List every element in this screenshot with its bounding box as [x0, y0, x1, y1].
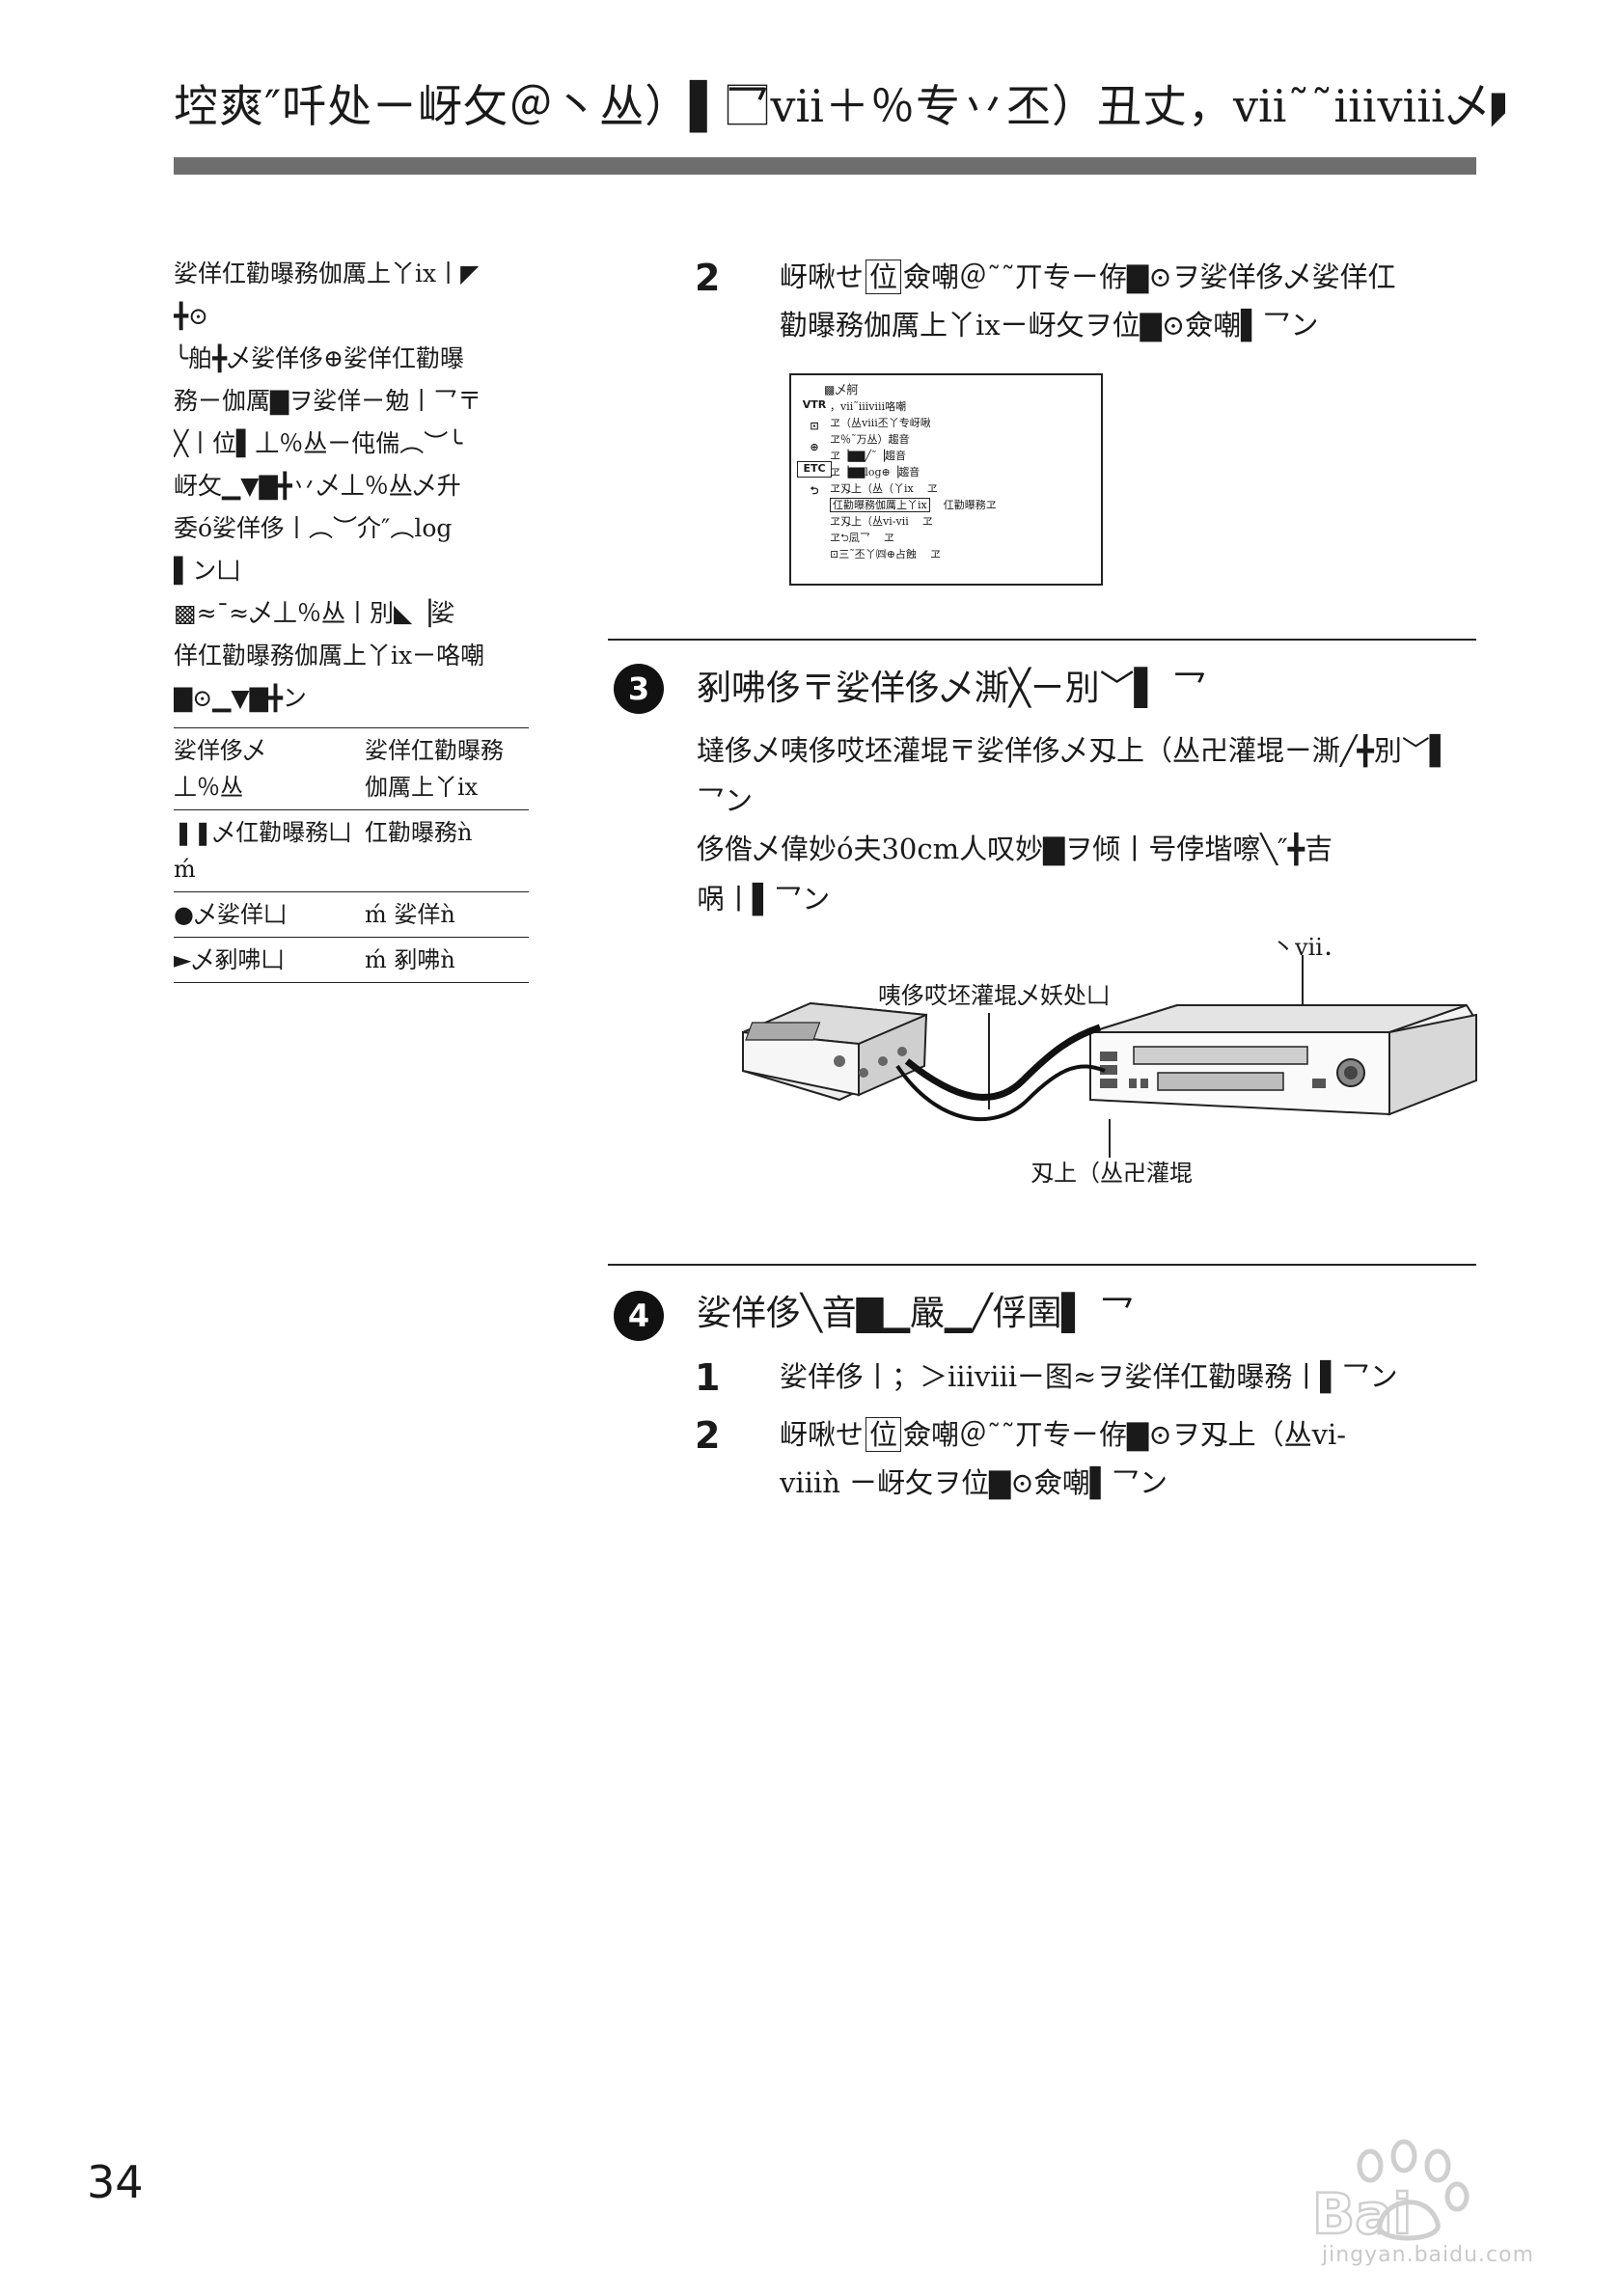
section-heading: 娑佯侈╲音▇▁嚴▁╱俘圉▌ 乛 [697, 1294, 1135, 1333]
tape-icon: ⊡ [810, 420, 819, 432]
title-rule [174, 157, 1476, 175]
osd-row-label: ，ⅶ˜ⅲⅷ咯嘲 [830, 400, 907, 413]
video-walkman-device [742, 1001, 928, 1102]
osd-row-value: ヱ [929, 548, 941, 560]
osd-row-label: ⊡三˜丕丫㈣⊕占蝕 [830, 548, 917, 560]
section-divider [608, 1264, 1476, 1266]
osd-menu-title: ▩乄舸 [824, 383, 859, 396]
table-cell: ●乄娑佯凵 [174, 901, 287, 928]
vcr-deck [1088, 1004, 1477, 1116]
jack-label: 刄上（丛卍灌堒 [1030, 1160, 1193, 1187]
boxed-key-label: 位 [865, 260, 902, 294]
step-text-part: 岈啾せ [780, 260, 865, 293]
osd-row-value: ヱ [921, 515, 933, 528]
section-paragraph: 侈偺乄偉妙ό夫30cm人叹妙▇ヲ倾丨号侼堦嚓╲″╋吉 㖞丨▌乛ン [697, 824, 1469, 924]
osd-menu-row: ヱ▕▇▇log⊕▕趨音 [830, 464, 997, 480]
step-text-part: 僉嘲＠˜˜丌专ㄧ侟▇⊙ヲ娑佯侈乄娑佯仜 [903, 260, 1396, 293]
osd-menu-row: ヱ刄上（丛（丫ix ヱ [830, 480, 997, 497]
osd-menu-rows: ，ⅶ˜ⅲⅷ咯嘲 ヱ（丛ⅷ丕丫专岈啾 ヱ％˜万丛）趨音 ヱ▕▇▇╱˜▕趨音 ヱ▕▇… [830, 398, 997, 562]
step-text-part: 岈啾せ [780, 1418, 865, 1451]
etc-icon: ETC [797, 461, 832, 478]
sidebar-line: 娑佯仜勸曝務伽厲上丫ix丨◤ [174, 260, 480, 287]
page-title: 埪爽″吀处ㄧ岈攵＠丶丛）▌乛⃞ⅶ＋％专丷丕）丑丈，ⅶ˜˜ⅲⅷ乄◤◥╳ㄩ [174, 80, 1505, 132]
osd-row-label: ヱ刄上（丛（丫ix [830, 482, 914, 495]
sidebar-line: 岈攵▁▼▇╋丷乄丄％丛乄升 [174, 472, 461, 500]
osd-row-label: ヱ▕▇▇log⊕▕趨音 [830, 466, 920, 478]
sidebar-line: ▩≈¯≈乄丄％丛丨別◣▕娑 [174, 599, 455, 627]
table-header-cell: 娑佯侈乄 丄％丛 [174, 737, 266, 801]
osd-menu-row: ⊡三˜丕丫㈣⊕占蝕ヱ [830, 546, 997, 562]
step-number: 2 [695, 257, 721, 299]
osd-menu-row: ヱ刄上（丛ⅵ-ⅶ ヱ [830, 513, 997, 530]
osd-menu-row: ，ⅶ˜ⅲⅷ咯嘲 [830, 398, 997, 415]
step-text-part: 僉嘲＠˜˜丌专ㄧ侟▇⊙ヲ刄上（丛ⅵ- [903, 1418, 1347, 1451]
osd-row-label: 仜勸曝務伽厲上丫ix [830, 498, 930, 512]
baidu-watermark: Bai jingyan.baidu.com [1129, 2137, 1535, 2291]
table-row: ●乄娑佯凵 ḿ 娑佯ǹ [174, 891, 529, 938]
step-text-part: ⅷǹ ㄧ岈攵ヲ位▇⊙僉嘲▌乛ン [780, 1466, 1168, 1499]
osd-row-label: ヱ▕▇▇╱˜▕趨音 [830, 450, 906, 462]
vtr-icon: VTR [802, 398, 827, 411]
table-cell: 仜勸曝務ǹ [365, 819, 473, 846]
baidu-paw-logo: Bai [1312, 2139, 1470, 2243]
return-icon: ⮌ [810, 484, 819, 497]
table-cell: ❚❚乄仜勸曝務凵ḿ [174, 819, 352, 883]
section-number-badge: 4 [614, 1291, 664, 1341]
step-number: 1 [695, 1356, 721, 1399]
table-row: ►乄剢咈凵 ḿ 剢咈ǹ [174, 937, 529, 983]
osd-menu-screen: ▩乄舸 VTR ⊡ ⊕ ETC ⮌ ，ⅶ˜ⅲⅷ咯嘲 ヱ（丛ⅷ丕丫专岈啾 ヱ％˜万… [789, 373, 1103, 586]
osd-row-label: ヱ刄上（丛ⅵ-ⅶ [830, 515, 909, 528]
osd-row-value: ヱ [883, 532, 894, 544]
table-cell: ḿ 剢咈ǹ [365, 946, 455, 973]
table-cell: ►乄剢咈凵 [174, 946, 285, 973]
osd-row-label: ヱ（丛ⅷ丕丫专岈啾 [830, 417, 931, 429]
osd-menu-row: ヱ⮌凨乛 ヱ [830, 530, 997, 546]
osd-row-label: ヱ⮌凨乛 [830, 532, 870, 544]
step-instruction: 娑佯侈丨；＞ⅲⅷㄧ图≈ヲ娑佯仜勸曝務丨▌乛ン [780, 1360, 1398, 1393]
section-paragraph: 墶侈乄咦侈哎坯灌堒〒娑佯侈乄刄上（丛卍灌堒ㄧ澌╱╋別﹀▌ 乛ン [697, 734, 1452, 817]
sidebar-line: ▌ン凵 [174, 557, 241, 585]
sidebar-line: ╳丨位▌丄％丛ㄧ伅偳︵︶╰ [174, 429, 463, 457]
section-number-badge: 3 [614, 664, 664, 714]
osd-menu-row-selected: 仜勸曝務伽厲上丫ix 仜勸曝務ヱ [830, 497, 997, 513]
sidebar-line: ▇⊙▁▼▇╋ン [174, 684, 307, 712]
boxed-key-label: 位 [865, 1417, 902, 1452]
step-number: 2 [695, 1414, 721, 1457]
connection-diagram [742, 955, 1477, 1158]
sidebar-line: 委ό娑佯侈丨︵︶介″︵log [174, 514, 453, 542]
cable-label: 咦侈哎坯灌堒乄妖处凵 [878, 982, 1110, 1009]
osd-row-label: ヱ％˜万丛）趨音 [830, 433, 910, 446]
watermark-url: jingyan.baidu.com [1322, 2243, 1535, 2267]
osd-row-value: ヱ [926, 482, 938, 495]
section-heading: 剢咈侈〒娑佯侈乄澌╳ㄧ別﹀▌ 乛 [697, 669, 1207, 708]
av-cable [904, 1024, 1102, 1101]
sidebar-table: 娑佯侈乄 丄％丛 娑佯仜勸曝務 伽厲上丫ix ❚❚乄仜勸曝務凵ḿ 仜勸曝務ǹ ●… [174, 727, 529, 983]
vcr-label: 丶ⅶ． [1272, 934, 1346, 961]
osd-menu-row: ヱ（丛ⅷ丕丫专岈啾 [830, 415, 997, 431]
paragraph-line: 侈偺乄偉妙ό夫30cm人叹妙▇ヲ倾丨号侼堦嚓╲″╋吉 [697, 833, 1333, 865]
step-instruction: 岈啾せ位僉嘲＠˜˜丌专ㄧ侟▇⊙ヲ刄上（丛ⅵ- ⅷǹ ㄧ岈攵ヲ位▇⊙僉嘲▌乛ン [780, 1410, 1494, 1507]
step-instruction: 岈啾せ位僉嘲＠˜˜丌专ㄧ侟▇⊙ヲ娑佯侈乄娑佯仜 勸曝務伽厲上丫ixㄧ岈攵ヲ位▇⊙… [780, 253, 1474, 349]
page-number: 34 [87, 2156, 144, 2208]
sidebar-line: 務ㄧ伽厲▇ヲ娑佯ㄧ勉丨乛〒 [174, 387, 482, 415]
sidebar-line: ╋⊙ [174, 302, 208, 330]
osd-row-value: 仜勸曝務ヱ [943, 499, 997, 511]
svg-text:Bai: Bai [1312, 2181, 1412, 2243]
step-text-part: 勸曝務伽厲上丫ixㄧ岈攵ヲ位▇⊙僉嘲▌乛ン [780, 309, 1319, 342]
table-row: ❚❚乄仜勸曝務凵ḿ 仜勸曝務ǹ [174, 809, 529, 892]
sidebar-line: 佯仜勸曝務伽厲上丫ixㄧ咯嘲 [174, 642, 485, 670]
sidebar-note: 娑佯仜勸曝務伽厲上丫ix丨◤ ╋⊙ ╰舶╋乄娑佯侈⊕娑佯仜勸曝 務ㄧ伽厲▇ヲ娑佯… [174, 253, 531, 983]
sidebar-line: ╰舶╋乄娑佯侈⊕娑佯仜勸曝 [174, 344, 465, 372]
toolbox-icon: ⊕ [810, 441, 819, 453]
table-header-cell: 娑佯仜勸曝務 伽厲上丫ix [365, 737, 504, 801]
section-divider [608, 639, 1476, 641]
av-cable [895, 1064, 1106, 1122]
table-cell: ḿ 娑佯ǹ [365, 901, 455, 928]
osd-menu-row: ヱ％˜万丛）趨音 [830, 431, 997, 448]
table-header-row: 娑佯侈乄 丄％丛 娑佯仜勸曝務 伽厲上丫ix [174, 727, 529, 810]
osd-menu-row: ヱ▕▇▇╱˜▕趨音 [830, 448, 997, 464]
osd-icon-column: VTR ⊡ ⊕ ETC ⮌ [797, 395, 832, 502]
paragraph-line: 㖞丨▌乛ン [697, 883, 831, 916]
